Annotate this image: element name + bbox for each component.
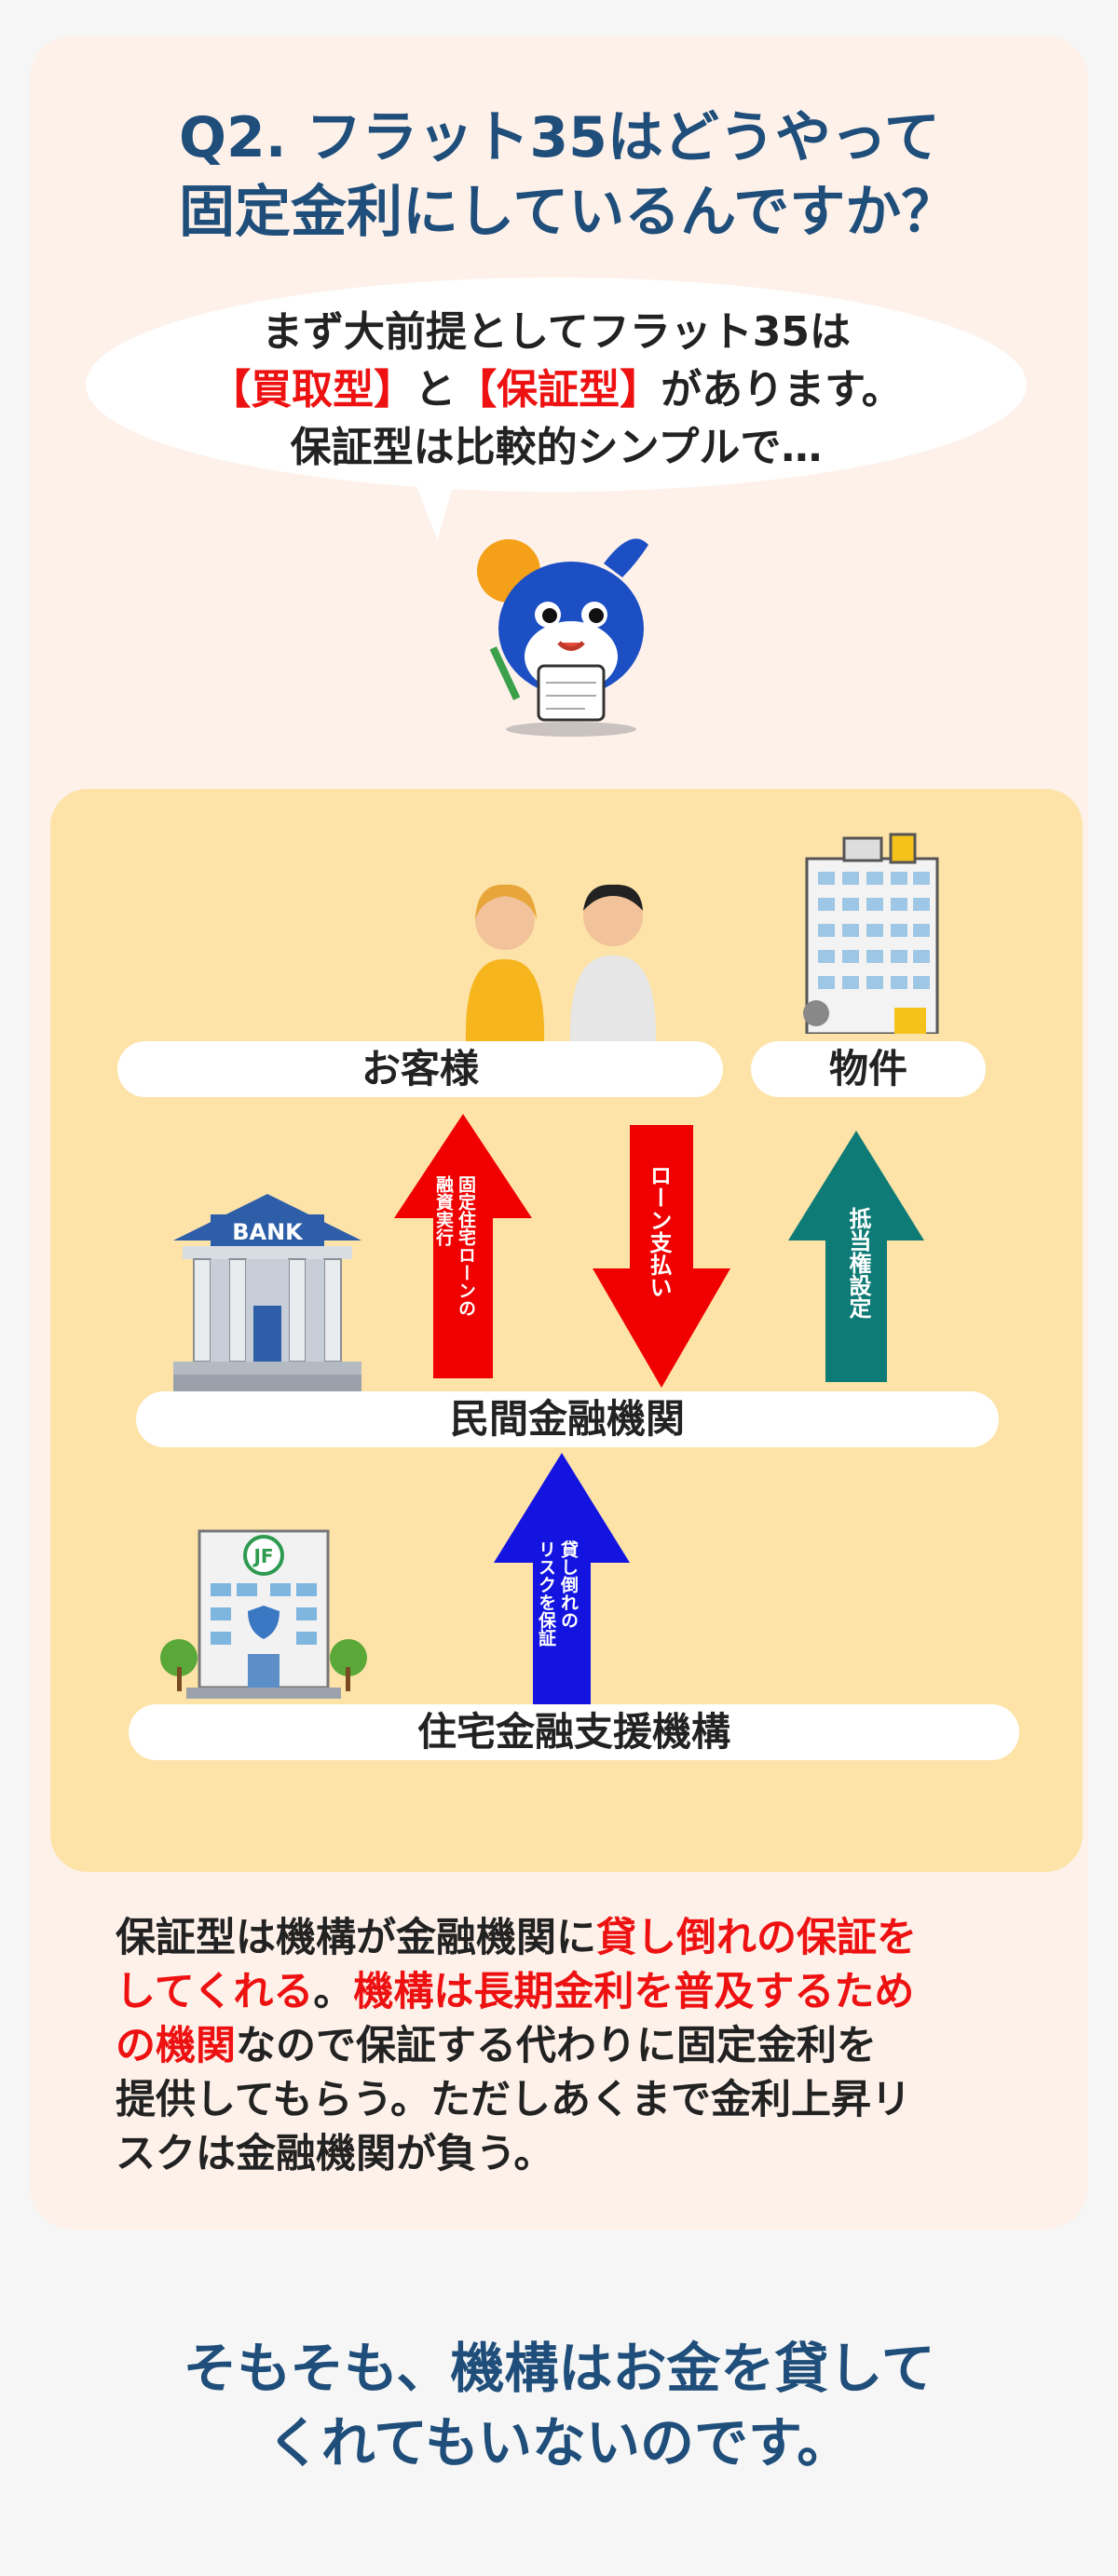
purchase-type-label: 【買取型】	[210, 366, 416, 414]
explain-part-7: なので保証する代わりに固定金利を	[236, 2023, 877, 2069]
whale-mascot-icon	[477, 538, 648, 737]
housing-finance-agency-building-icon: JF	[160, 1529, 367, 1699]
loan-execution-label: 固定住宅ローンの 融資実行	[432, 1175, 477, 1362]
speech-bubble-tail	[408, 466, 470, 540]
guarantee-arrow	[494, 1453, 630, 1706]
explanation-text: 保証型は機構が金融機関に貸し倒れの保証をしてくれる。機構は長期金利を普及するため…	[116, 1911, 1029, 2181]
guarantee-type-label: 【保証型】	[456, 366, 661, 414]
explain-part-5: 機構は長期金利を普及するため	[353, 1969, 915, 2015]
guarantee-line-1: 貸し倒れの	[558, 1540, 579, 1629]
loan-repayment-text: ローン支払い	[646, 1164, 672, 1298]
property-label: 物件	[828, 1046, 907, 1091]
speech-bubble	[86, 278, 1027, 492]
property-pill: 物件	[751, 1041, 986, 1097]
loan-repayment-label: ローン支払い	[643, 1164, 675, 1298]
speech-bubble-text: まず大前提としてフラット35は 【買取型】と【保証型】があります。 保証型は比較…	[86, 304, 1027, 477]
bubble-exists: があります。	[661, 366, 903, 414]
bank-sign: BANK	[232, 1219, 304, 1245]
bubble-line-1: まず大前提としてフラット35は	[262, 308, 851, 356]
customer-label: お客様	[361, 1046, 479, 1091]
customer-pill: お客様	[117, 1041, 723, 1097]
title-line-2: 固定金利にしているんですか？	[179, 180, 958, 245]
agency-label: 住宅金融支援機構	[416, 1709, 730, 1755]
bottom-line-1: そもそも、機構はお金を貸して	[183, 2337, 935, 2400]
bubble-and: と	[415, 366, 457, 414]
bank-pill: 民間金融機関	[136, 1391, 999, 1447]
guarantee-line-2: リスクを保証	[536, 1540, 556, 1647]
page-title: Q2. フラット35はどうやって 固定金利にしているんですか？	[179, 101, 1017, 250]
bubble-line-2: 【買取型】と【保証型】があります。	[86, 361, 1027, 419]
explain-part-1: 保証型は機構が金融機関に	[116, 1915, 596, 1961]
loan-execution-line-2: 融資実行	[433, 1175, 454, 1246]
bottom-line-2: くれてもいないのです。	[266, 2411, 852, 2474]
bank-building-icon: BANK	[173, 1194, 361, 1391]
bank-label: 民間金融機関	[449, 1396, 685, 1442]
bubble-line-3: 保証型は比較的シンプルで…	[290, 424, 823, 471]
guarantee-label: 貸し倒れの リスクを保証	[535, 1540, 579, 1699]
explain-part-9: スクは金融機関が負う。	[116, 2131, 554, 2177]
loan-execution-arrow	[394, 1114, 532, 1378]
mortgage-text: 抵当権設定	[845, 1207, 871, 1319]
title-line-1: Q2. フラット35はどうやって	[179, 105, 940, 170]
loan-repayment-arrow	[593, 1125, 730, 1388]
explain-part-6: の機関	[116, 2023, 236, 2069]
explain-part-2: 貸し倒れの保証を	[596, 1915, 917, 1961]
customers-icon	[465, 884, 657, 1041]
mortgage-arrow	[788, 1131, 924, 1382]
apartment-building-icon	[803, 833, 939, 1034]
mortgage-label: 抵当権設定	[842, 1207, 875, 1319]
loan-execution-line-1: 固定住宅ローンの	[456, 1175, 476, 1317]
bottom-message: そもそも、機構はお金を貸して くれてもいないのです。	[0, 2331, 1118, 2480]
explain-part-8: 提供してもらう。ただしあくまで金利上昇リ	[116, 2077, 911, 2123]
agency-pill: 住宅金融支援機構	[129, 1704, 1019, 1760]
explain-part-3: してくれる	[116, 1969, 314, 2015]
agency-sign: JF	[252, 1545, 273, 1567]
explain-part-4: 。	[313, 1969, 354, 2015]
